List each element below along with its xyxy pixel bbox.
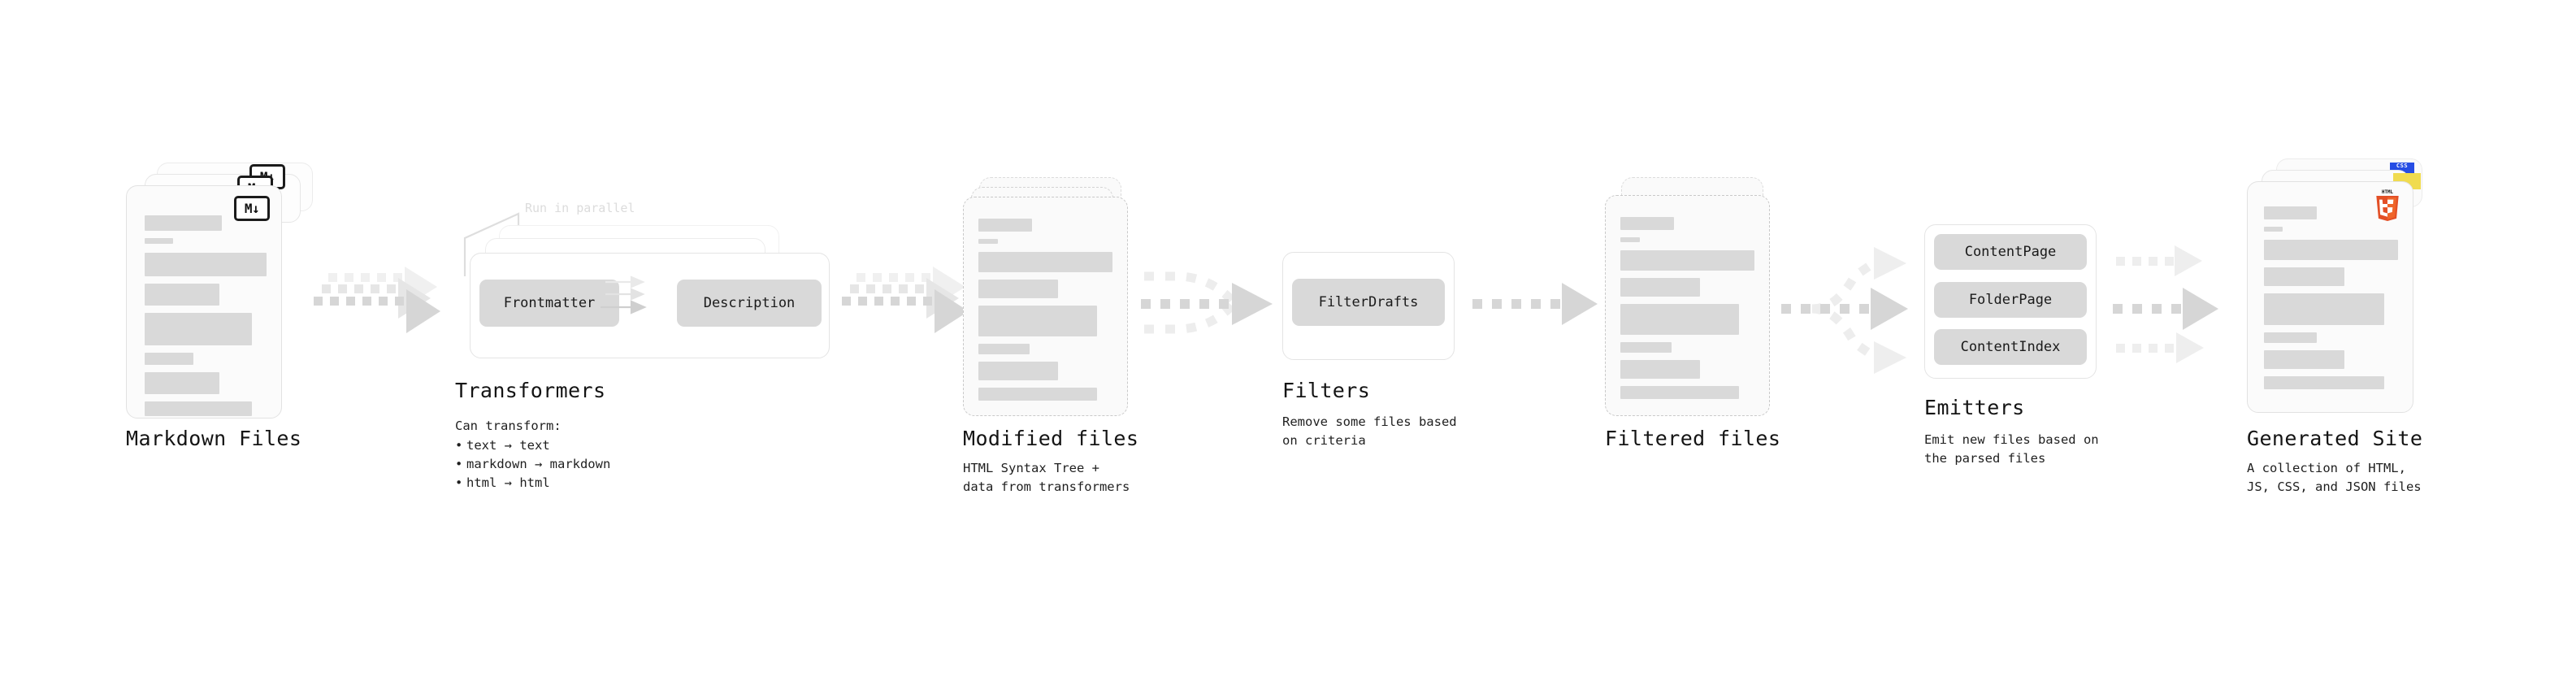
filtered-files-stack xyxy=(1605,177,1792,437)
placeholder-bar xyxy=(978,306,1097,336)
emitter-chip-contentpage-label: ContentPage xyxy=(1964,244,2057,260)
generated-site-stack: CSS HTML xyxy=(2247,158,2450,435)
transformer-chip-frontmatter[interactable]: Frontmatter xyxy=(479,280,619,327)
placeholder-bar xyxy=(145,353,193,365)
modified-card-bars xyxy=(978,219,1112,408)
placeholder-bar xyxy=(2264,350,2344,369)
placeholder-bar xyxy=(2264,267,2344,286)
css-badge-text: CSS xyxy=(2396,163,2409,169)
filter-chip-filterdrafts-label: FilterDrafts xyxy=(1318,294,1419,310)
placeholder-bar xyxy=(2264,227,2283,232)
placeholder-bar xyxy=(2264,332,2317,343)
filters-title: Filters xyxy=(1282,379,1371,402)
placeholder-bar xyxy=(978,362,1058,380)
transformers-bullet-item: html → html xyxy=(466,474,610,492)
connector-md-to-transformers xyxy=(314,267,440,333)
connector-emitters-to-site xyxy=(2113,245,2218,363)
placeholder-bar xyxy=(978,219,1032,232)
html5-badge: HTML xyxy=(2376,190,2399,221)
placeholder-bar xyxy=(145,372,219,394)
emitter-chip-folderpage[interactable]: FolderPage xyxy=(1934,282,2087,318)
placeholder-bar xyxy=(1620,304,1739,335)
generated-card-bars xyxy=(2264,206,2398,397)
transformer-chip-description-label: Description xyxy=(703,295,796,311)
placeholder-bar xyxy=(145,284,219,306)
emitter-chip-contentpage[interactable]: ContentPage xyxy=(1934,234,2087,270)
filtered-files-title: Filtered files xyxy=(1605,427,1781,450)
generated-site-title: Generated Site xyxy=(2247,427,2423,450)
emitters-title: Emitters xyxy=(1924,396,2025,419)
placeholder-bar xyxy=(145,253,267,276)
emitter-chip-folderpage-label: FolderPage xyxy=(1968,292,2053,308)
markdown-files-title: Markdown Files xyxy=(126,427,302,450)
generated-card-front: HTML xyxy=(2247,181,2413,413)
markdown-card-bars xyxy=(145,215,267,423)
filters-subtitle: Remove some files based on criteria xyxy=(1282,414,1457,448)
modified-card-front xyxy=(963,197,1128,416)
connector-modified-to-filters xyxy=(1141,271,1273,334)
generated-site-subtitle: A collection of HTML, JS, CSS, and JSON … xyxy=(2247,461,2422,494)
placeholder-bar xyxy=(2264,206,2317,219)
transformers-subtitle: Can transform: xyxy=(455,419,562,433)
transformers-title: Transformers xyxy=(455,379,606,402)
run-in-parallel-brace xyxy=(463,212,520,276)
placeholder-bar xyxy=(145,313,252,345)
connector-transformers-to-modified xyxy=(842,267,969,333)
modified-files-title: Modified files xyxy=(963,427,1139,450)
placeholder-bar xyxy=(145,215,222,231)
placeholder-bar xyxy=(978,344,1030,354)
transformers-inner-arrows xyxy=(601,275,647,314)
emitter-chip-contentindex[interactable]: ContentIndex xyxy=(1934,329,2087,365)
placeholder-bar xyxy=(145,401,252,416)
transformers-bullets: text → text markdown → markdown html → h… xyxy=(455,436,610,492)
run-in-parallel-label: Run in parallel xyxy=(525,201,635,215)
emitter-chip-contentindex-label: ContentIndex xyxy=(1960,339,2061,355)
placeholder-bar xyxy=(1620,217,1674,230)
placeholder-bar xyxy=(1620,360,1700,379)
markdown-badge-text: M↓ xyxy=(244,200,260,216)
connector-filtered-to-emitters xyxy=(1781,247,1908,374)
placeholder-bar xyxy=(1620,250,1754,271)
placeholder-bar xyxy=(2264,293,2384,325)
placeholder-bar xyxy=(978,280,1058,298)
filtered-card-front xyxy=(1605,195,1770,416)
transformers-bullet-item: text → text xyxy=(466,436,610,455)
placeholder-bar xyxy=(978,252,1112,272)
filter-chip-filterdrafts[interactable]: FilterDrafts xyxy=(1292,279,1445,326)
placeholder-bar xyxy=(978,239,998,244)
placeholder-bar xyxy=(978,388,1097,401)
connector-filters-to-filtered xyxy=(1472,283,1598,325)
placeholder-bar xyxy=(145,238,173,244)
html5-badge-text: HTML xyxy=(2382,190,2393,195)
placeholder-bar xyxy=(2264,240,2398,260)
modified-files-subtitle: HTML Syntax Tree + data from transformer… xyxy=(963,461,1130,494)
modified-files-stack xyxy=(963,177,1150,437)
transformer-chip-frontmatter-label: Frontmatter xyxy=(503,295,596,311)
placeholder-bar xyxy=(1620,386,1739,399)
emitters-subtitle: Emit new files based on the parsed files xyxy=(1924,432,2099,466)
placeholder-bar xyxy=(2264,376,2384,389)
markdown-files-stack: M↓ M↓ M↓ xyxy=(126,163,313,423)
placeholder-bar xyxy=(1620,278,1700,297)
transformers-bullet-item: markdown → markdown xyxy=(466,455,610,474)
markdown-badge: M↓ xyxy=(234,196,270,221)
placeholder-bar xyxy=(1620,342,1672,353)
filtered-card-bars xyxy=(1620,217,1754,406)
transformer-chip-description[interactable]: Description xyxy=(677,280,822,327)
placeholder-bar xyxy=(1620,237,1640,242)
markdown-card-front: M↓ xyxy=(126,185,282,419)
